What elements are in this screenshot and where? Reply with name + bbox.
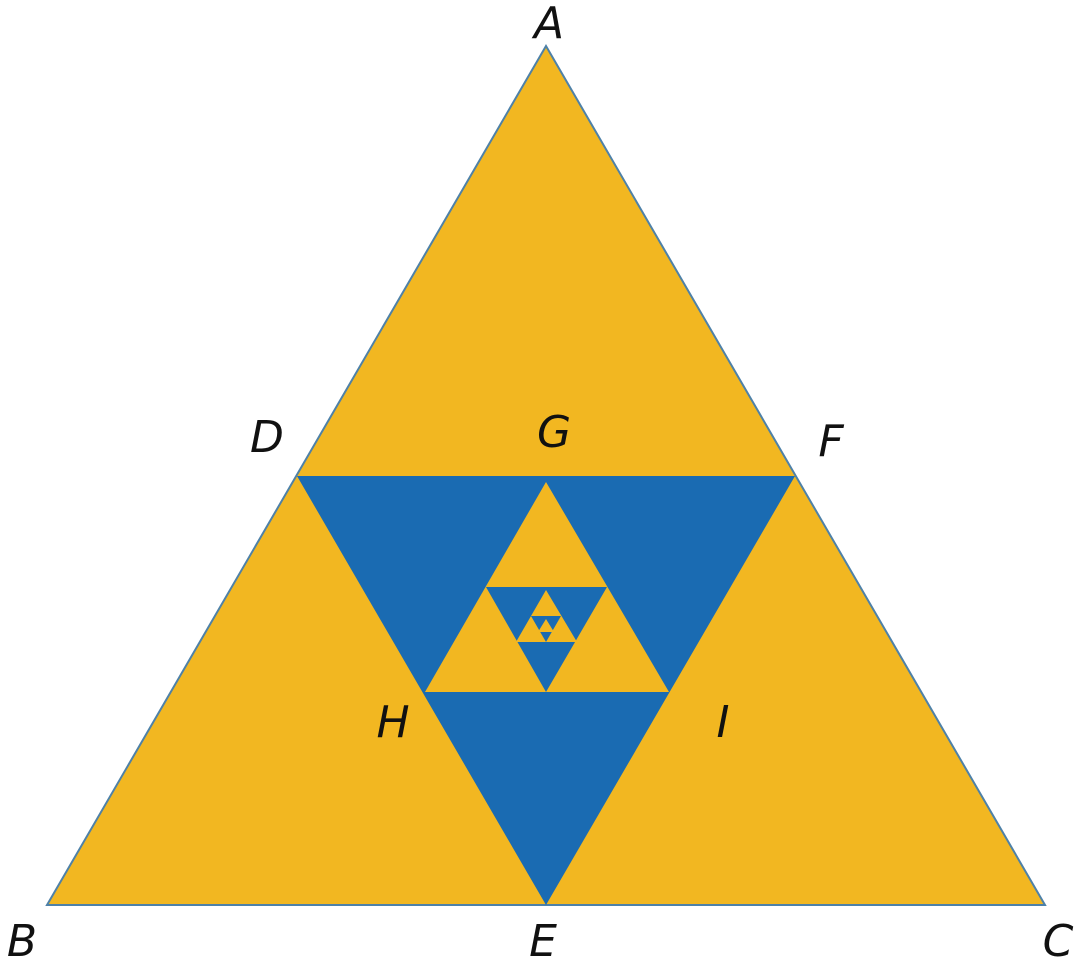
label-h: H	[376, 697, 409, 748]
label-b: B	[7, 916, 37, 967]
label-g: G	[537, 407, 571, 458]
label-f: F	[818, 416, 844, 467]
label-c: C	[1043, 916, 1074, 967]
label-a: A	[531, 0, 564, 49]
inner-triangle-level-4	[538, 619, 554, 632]
label-e: E	[529, 916, 557, 967]
label-d: D	[250, 412, 284, 463]
label-i: I	[717, 697, 730, 748]
